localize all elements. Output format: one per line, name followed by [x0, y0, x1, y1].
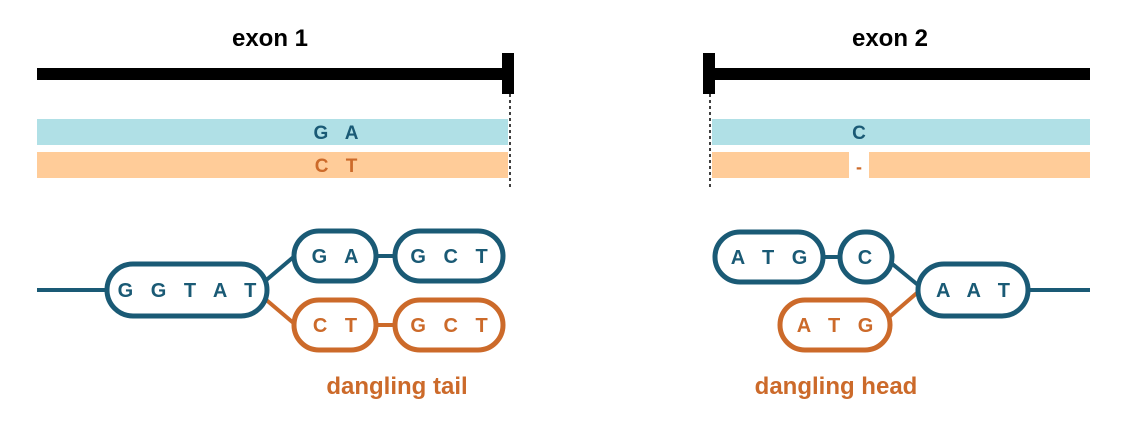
node-aat-label: A A T — [936, 280, 1016, 302]
node-atg-top-label: A T G — [731, 247, 814, 269]
exon2-orange-track-gap-label: - — [856, 157, 862, 177]
exon2-orange-track-left — [712, 152, 849, 178]
graph1-caption: dangling tail — [326, 373, 467, 400]
graph1: G G T A T G A G C T C T G C T dangling t… — [37, 228, 506, 400]
node-gct-bottom-label: G C T — [410, 315, 493, 337]
node-ct — [291, 297, 379, 353]
node-ggtat-label: G G T A T — [118, 280, 263, 302]
exon1-teal-track — [37, 119, 508, 145]
exon2-teal-track-label: C — [852, 123, 872, 144]
node-c — [837, 229, 895, 285]
node-atg-bottom-label: A T G — [797, 315, 880, 337]
exon1-title: exon 1 — [232, 25, 308, 52]
exon1-boundary-tick — [502, 53, 514, 94]
node-atg-top — [712, 229, 826, 285]
node-atg-bottom — [777, 297, 893, 353]
exon2-bar — [703, 68, 1090, 80]
node-ggtat — [104, 261, 270, 319]
node-ga — [291, 228, 379, 284]
graph2-caption: dangling head — [755, 373, 918, 400]
graph2: A T G C A A T A T G dangling head — [712, 229, 1090, 400]
exon2-boundary-tick — [703, 53, 715, 94]
exon1-teal-track-label: G A — [313, 123, 364, 144]
node-ga-label: G A — [312, 246, 365, 268]
exon1-orange-track-label: C T — [315, 156, 364, 177]
exon2-orange-track-right — [869, 152, 1090, 178]
node-gct-top — [392, 228, 506, 284]
exon1-orange-track — [37, 152, 508, 178]
graph1-edge-to-ct — [262, 296, 299, 328]
exon2-title: exon 2 — [852, 25, 928, 52]
node-gct-bottom — [392, 297, 506, 353]
exon2-teal-track — [712, 119, 1090, 145]
node-c-label: C — [858, 247, 878, 269]
graph2-edge-atg-aat — [886, 290, 920, 320]
node-gct-top-label: G C T — [410, 246, 493, 268]
graph1-edge-to-ga — [262, 252, 299, 284]
node-aat — [915, 261, 1031, 319]
node-ct-label: C T — [313, 315, 363, 337]
exon1-bar — [37, 68, 513, 80]
graph2-edge-c-aat — [888, 260, 920, 287]
